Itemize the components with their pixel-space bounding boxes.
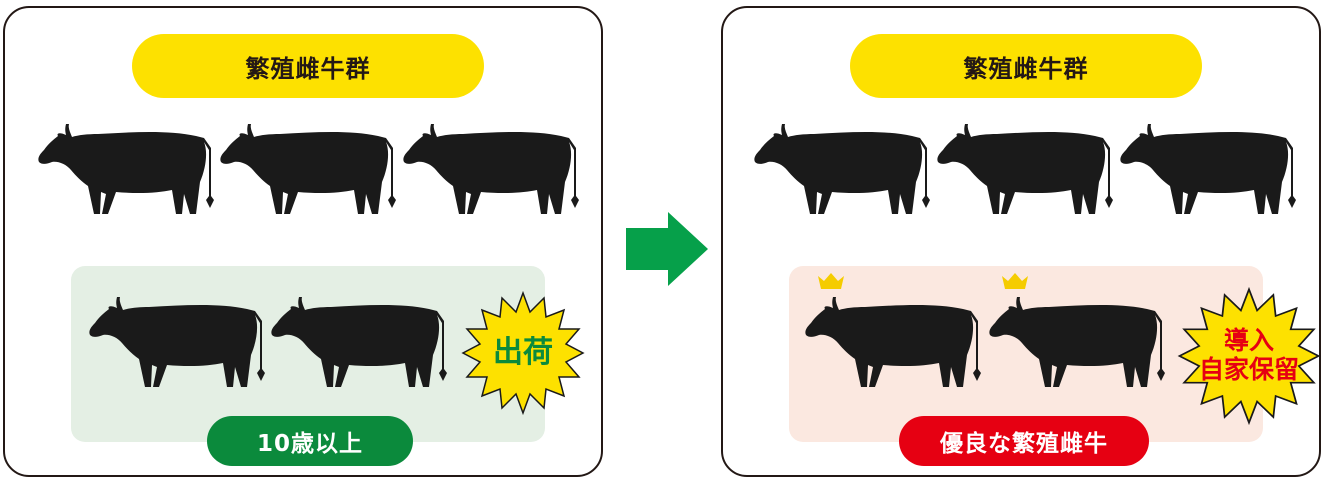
cow-icon — [89, 293, 269, 393]
cow-icon — [937, 120, 1117, 220]
starburst-badge: 出荷 — [460, 290, 586, 416]
crown-icon — [816, 270, 846, 290]
cow-icon — [38, 120, 218, 220]
cow-icon — [989, 293, 1169, 393]
herd-title: 繁殖雌牛群 — [132, 34, 484, 98]
cow-icon — [754, 120, 934, 220]
age-label: 10歳以上 — [207, 416, 413, 466]
cow-icon — [805, 293, 985, 393]
arrow-right-icon — [626, 212, 708, 286]
cow-icon — [403, 120, 583, 220]
cow-icon — [1120, 120, 1300, 220]
quality-label: 優良な繁殖雌牛 — [899, 416, 1149, 466]
burst-shape — [1177, 286, 1321, 426]
right-panel: 繁殖雌牛群 優良な繁殖雌牛 導入 自家保留 — [721, 6, 1321, 477]
burst-text-line: 導入 — [1223, 326, 1274, 356]
burst-text-line: 自家保留 — [1198, 355, 1299, 384]
burst-shape — [461, 290, 585, 416]
cow-icon — [271, 293, 451, 393]
herd-title: 繁殖雌牛群 — [850, 34, 1202, 98]
left-panel: 繁殖雌牛群 10歳以上 出荷 — [3, 6, 603, 477]
cow-icon — [220, 120, 400, 220]
starburst-badge: 導入 自家保留 — [1176, 286, 1322, 426]
burst-text-line: 出荷 — [493, 334, 553, 370]
crown-icon — [1000, 270, 1030, 290]
